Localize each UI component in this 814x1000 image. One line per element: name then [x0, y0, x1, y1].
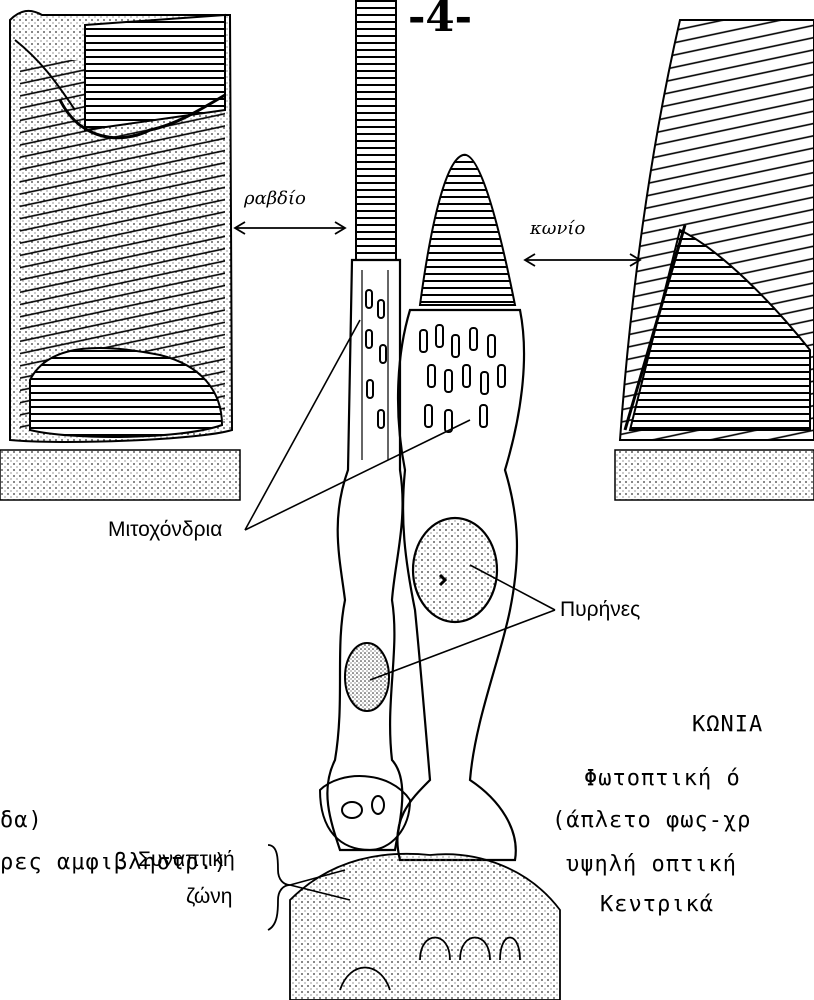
page-number: -4- [408, 0, 472, 41]
cone-double-arrow [525, 254, 640, 266]
synaptic-zone-label-line2: ζώνη [186, 885, 232, 909]
mitochondria-label: Μιτοχόνδρια [108, 518, 222, 542]
cone-title: ΚΩΝΙΑ [692, 712, 763, 737]
cone-closeup [615, 20, 814, 500]
cone-text-line3: υψηλή οπτική [566, 852, 737, 877]
rod-text-line2: ρες αμφιβληστρ.) [0, 850, 228, 875]
nuclei-label: Πυρήνες [560, 598, 640, 622]
synaptic-zone [290, 854, 560, 1000]
rod-double-arrow [235, 222, 345, 234]
rod-closeup [0, 11, 240, 500]
cone-text-line2: (άπλετο φως-χρ [552, 808, 751, 833]
rod-handwritten-label: ραβδίο [244, 188, 306, 209]
cone-cell [397, 155, 524, 860]
cone-text-line4: Κεντρικά [600, 892, 714, 917]
rod-text-line1: δα) [0, 808, 43, 833]
cone-handwritten-label: κωνίο [530, 218, 585, 239]
rod-cell [320, 0, 410, 850]
cone-text-line1: Φωτοπτική ό [584, 766, 741, 791]
